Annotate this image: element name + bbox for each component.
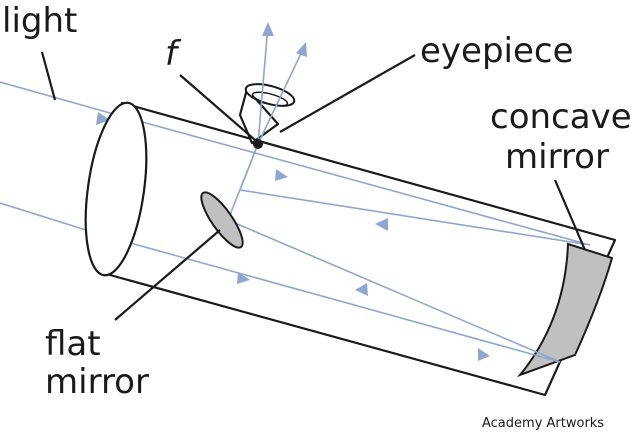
eyepiece-label: eyepiece (420, 31, 574, 71)
arrow-head (275, 169, 288, 181)
flat-mirror-label-line1: flat (45, 324, 101, 364)
arrow-head (478, 348, 490, 361)
focal-point (253, 139, 263, 149)
concave-mirror (516, 242, 614, 378)
arrow-head (375, 218, 388, 231)
concave-mirror-label-line2: mirror (505, 137, 609, 177)
eyepiece-tube (238, 83, 296, 145)
credit-text: Academy Artworks (482, 416, 604, 431)
arrow-head (262, 22, 274, 36)
flat-mirror-label-line2: mirror (45, 362, 149, 402)
tube-opening (84, 101, 148, 277)
arrow-head (237, 272, 250, 284)
light-label: light (2, 1, 77, 41)
arrow-head (355, 283, 368, 296)
arrow-head (96, 112, 110, 125)
arrow-head (296, 42, 307, 57)
internal-rays (104, 24, 591, 363)
concave-mirror-label-line1: concave (490, 97, 632, 137)
leader-lines (40, 51, 587, 321)
focal-point-label: f (165, 34, 182, 74)
flat-mirror (200, 191, 244, 249)
